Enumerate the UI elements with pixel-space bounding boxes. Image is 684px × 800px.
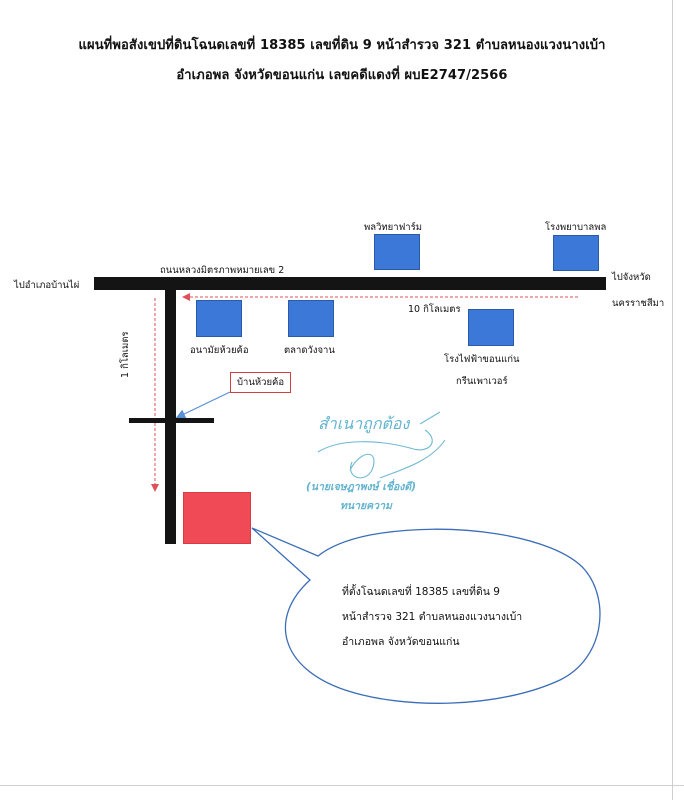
hospital-label: โรงพยาบาลพล xyxy=(545,222,607,233)
power-plant-label-1: โรงไฟฟ้าขอนแก่น xyxy=(444,354,520,365)
direction-east-label-2: นครราชสีมา xyxy=(612,298,665,309)
stamp-title-text: ทนายความ xyxy=(340,500,392,512)
site-callout-bubble xyxy=(251,527,601,704)
farm-building xyxy=(374,234,420,270)
main-highway-road xyxy=(94,277,606,290)
health-center-building xyxy=(196,300,242,337)
frame-line-bottom xyxy=(0,785,684,786)
market-building xyxy=(288,300,334,337)
callout-line-1: ที่ตั้งโฉนดเลขที่ 18385 เลขที่ดิน 9 xyxy=(342,586,500,598)
cross-road xyxy=(129,418,214,423)
map-title-line2: อำเภอพล จังหวัดขอนแก่น เลขคดีแดงที่ ผบE2… xyxy=(176,68,508,83)
stamp-name-text: (นายเจษฎาพงษ์ เชื่องดี) xyxy=(306,481,417,493)
map-title-line1: แผนที่พอสังเขปที่ดินโฉนดเลขที่ 18385 เลข… xyxy=(78,38,606,53)
market-label: ตลาดวังจาน xyxy=(284,345,335,356)
stamp-signature-mark xyxy=(317,411,446,479)
main-road-name: ถนนหลวงมิตรภาพหมายเลข 2 xyxy=(160,265,285,276)
land-site-parcel xyxy=(183,492,251,544)
hospital-building xyxy=(553,235,599,271)
frame-line-right xyxy=(672,0,673,800)
village-marker-label: บ้านห้วยค้อ xyxy=(230,372,292,393)
distance-main-label: 10 กิโลเมตร xyxy=(408,304,461,315)
distance-side-label: 1 กิโลเมตร xyxy=(120,331,131,378)
direction-east-label-1: ไปจังหวัด xyxy=(612,272,651,283)
callout-line-2: หน้าสำรวจ 321 ตำบลหนองแวงนางเบ้า xyxy=(342,611,523,623)
stamp-certified-text: สำเนาถูกต้อง xyxy=(318,414,410,433)
callout-line-3: อำเภอพล จังหวัดขอนแก่น xyxy=(342,636,460,648)
direction-west-label: ไปอำเภอบ้านไผ่ xyxy=(14,280,80,291)
farm-label: พลวิทยาฟาร์ม xyxy=(364,222,423,233)
health-center-label: อนามัยห้วยค้อ xyxy=(190,345,249,356)
village-pointer-arrow xyxy=(175,391,231,419)
power-plant-building xyxy=(468,309,514,346)
side-road xyxy=(165,288,176,544)
power-plant-label-2: กรีนเพาเวอร์ xyxy=(456,376,508,387)
